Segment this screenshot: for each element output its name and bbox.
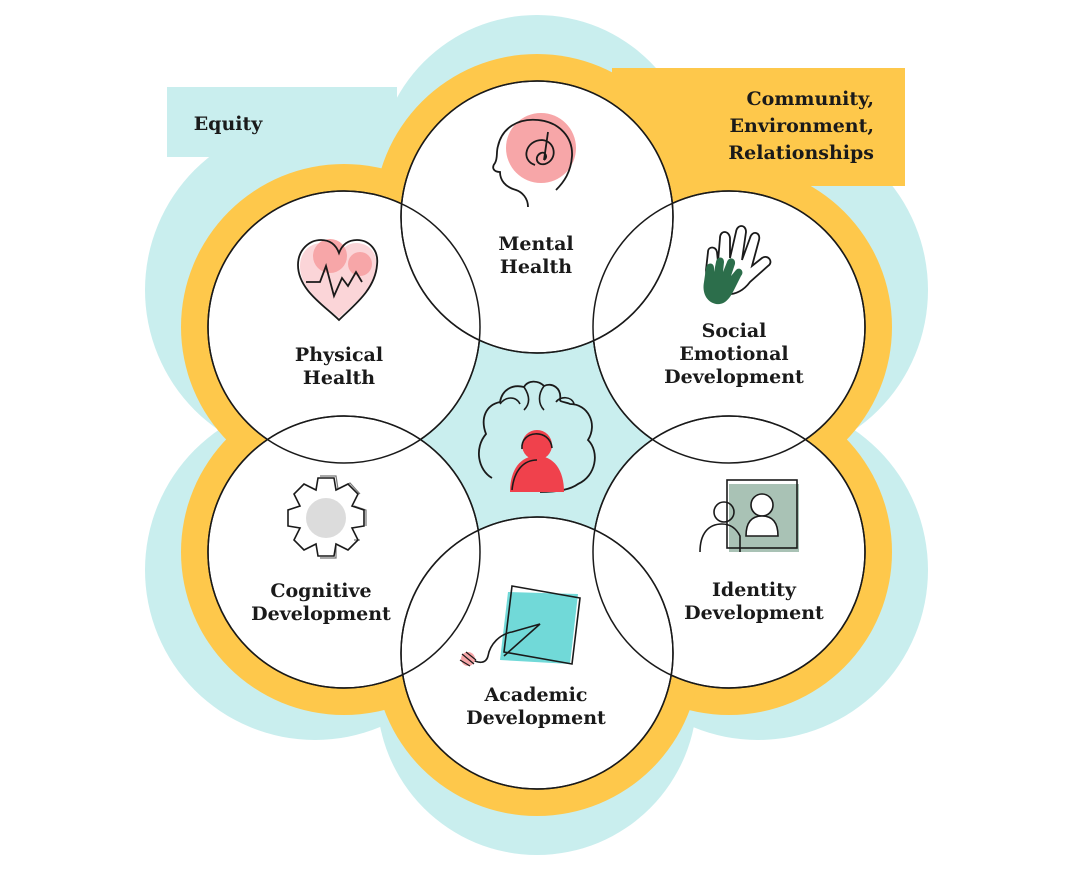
community-label-line-3: Relationships	[728, 142, 874, 164]
gear-icon	[287, 475, 367, 559]
circle-outlines	[207, 80, 866, 790]
academic-label-line-2: Development	[466, 707, 606, 729]
physical-health-label-line-2: Health	[303, 367, 375, 389]
heartbeat-heart-icon	[297, 239, 379, 322]
equity-label: Equity	[194, 113, 264, 135]
community-label-line-1: Community,	[747, 88, 874, 110]
identity-label-line-1: Identity	[712, 579, 797, 601]
identity-label-line-2: Development	[684, 602, 824, 624]
mental-health-label-line-2: Health	[500, 256, 572, 278]
physical-health-label-line-1: Physical	[295, 344, 383, 366]
people-group-icon	[478, 380, 596, 493]
head-spiral-icon	[492, 113, 576, 208]
drawing-pad-icon	[459, 585, 581, 667]
social-emotional-label-line-1: Social	[702, 320, 767, 342]
social-emotional-label-line-3: Development	[664, 366, 804, 388]
equity-label-box	[167, 87, 397, 157]
academic-label-line-1: Academic	[484, 684, 588, 706]
mental-health-label-line-1: Mental	[498, 233, 573, 255]
community-label-line-2: Environment,	[730, 115, 874, 137]
hands-icon	[703, 225, 772, 305]
cognitive-label-line-2: Development	[251, 603, 391, 625]
social-emotional-label-line-2: Emotional	[679, 343, 788, 365]
cognitive-label-line-1: Cognitive	[270, 580, 371, 602]
portrait-frame-icon	[699, 479, 799, 553]
